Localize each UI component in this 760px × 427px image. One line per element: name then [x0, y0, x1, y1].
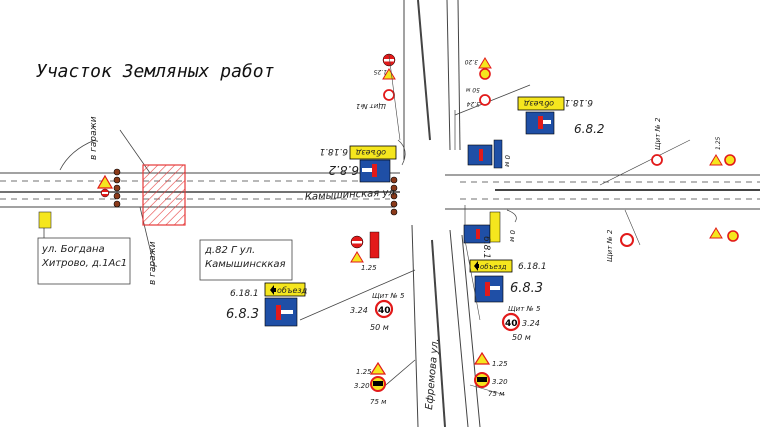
center-pole-signs: 1.25 [350, 231, 380, 272]
barrier-center [390, 176, 398, 216]
num-324-right: 3.24 [522, 319, 540, 328]
shield1-signs: 1.25 Щит №1 [356, 53, 401, 141]
barrier-left [113, 168, 121, 208]
bottom-right-signs: 1.25 3.20 75 м [469, 351, 508, 398]
lane-sign-right: 0 м [467, 139, 511, 169]
detour-left-text: объезд [277, 286, 308, 295]
dist-50-right: 50 м [512, 333, 531, 342]
dist-0-bottom: 0 м [508, 230, 516, 243]
bottom-center-signs: 1.25 3.20 75 м [354, 359, 416, 406]
code-6181-left: 6.18.1 [230, 289, 259, 299]
dist-50-left: 50 м [370, 323, 389, 332]
leader-lines [397, 110, 517, 225]
shield2-right-top: Щит № 2 1.25 [599, 117, 736, 186]
code-683-left: 6.8.3 [226, 307, 259, 322]
num-320-top: 3.20 [464, 58, 478, 65]
address-box-left: ул. Богдана Хитрово, д.1Ас1 [37, 237, 131, 285]
shield5-label-right: Щит № 5 [508, 305, 541, 313]
address-box-center: д.82 Г ул. Камышинсккая [199, 239, 293, 281]
speed-40-right: 40 [505, 319, 518, 329]
garage-label-bottom: в гаражи [148, 241, 158, 285]
num-320-bottom-right: 3.20 [492, 378, 508, 386]
code-6181-top: 6.18.1 [319, 146, 348, 156]
num-324-top: 3.24 [466, 100, 480, 107]
shield5-label-left: Щит № 5 [372, 292, 405, 300]
code-682-top: 6.8.2 [328, 163, 359, 177]
shield1-label: Щит №1 [356, 102, 386, 110]
garage-label-top: в гаражи [89, 116, 99, 160]
detour-sign-left: объезд 6.18.1 6.8.3 [226, 282, 308, 327]
shield2-label-top: Щит № 2 [654, 117, 662, 150]
shield5-left: 40 3.24 Щит № 5 50 м [299, 269, 416, 332]
code-682-right-top: 6.8.2 [574, 122, 605, 136]
num-324-left: 3.24 [350, 306, 368, 315]
code-6181-right-top: 6.18.1 [564, 97, 593, 107]
dist-50-top: 50 м [465, 86, 480, 93]
dist-75-bottom-left: 75 м [370, 398, 387, 406]
shield5-right: 40 3.24 Щит № 5 50 м [464, 239, 541, 342]
num-125-bottom-left: 1.25 [356, 368, 372, 376]
work-zone [142, 164, 186, 226]
top-right-signs: 3.20 50 м 3.24 [454, 57, 531, 116]
address-left-line2: Хитрово, д.1Ас1 [41, 258, 127, 269]
num-125-bottom-right: 1.25 [492, 360, 508, 368]
code-681: 6.8.1 [481, 236, 491, 259]
address-left-line1: ул. Богдана [41, 244, 105, 255]
num-125-center: 1.25 [361, 264, 377, 272]
dist-75-bottom-right: 75 м [488, 390, 505, 398]
code-683-right: 6.8.3 [510, 281, 543, 296]
detour-sign-right-bottom: 0 м 6.8.1 объезд 6.18.1 6.8.3 [463, 211, 547, 303]
shield2-label-bottom: Щит № 2 [606, 229, 614, 262]
num-125-top-right: 1.25 [715, 136, 722, 150]
detour-top-text: объезд [355, 148, 386, 157]
detour-sign-right-top: объезд 6.18.1 6.8.2 [517, 96, 605, 136]
detour-right-bottom-text: объезд [480, 263, 507, 271]
address-center-line2: Камышинсккая [205, 259, 286, 270]
shield2-right-bottom: Щит № 2 [606, 209, 739, 262]
code-6181-right-bottom: 6.18.1 [518, 262, 547, 272]
title: Участок Земляных работ [36, 61, 275, 82]
address-center-line1: д.82 Г ул. [204, 245, 255, 256]
dist-0-top: 0 м [503, 155, 511, 168]
detour-sign-top-center: объезд 6.8.2 6.18.1 [319, 145, 397, 183]
street-efremova: Ефремова ул. [424, 338, 441, 410]
num-320-bottom-left: 3.20 [354, 382, 370, 390]
street-kamyshinskaya: Камышинская ул. [305, 187, 399, 203]
left-work-signs [96, 174, 114, 198]
small-yellow-sign [38, 211, 52, 229]
num-125-top: 1.25 [373, 68, 387, 75]
detour-right-top-text: объезд [523, 99, 554, 108]
speed-40-left: 40 [378, 306, 391, 316]
